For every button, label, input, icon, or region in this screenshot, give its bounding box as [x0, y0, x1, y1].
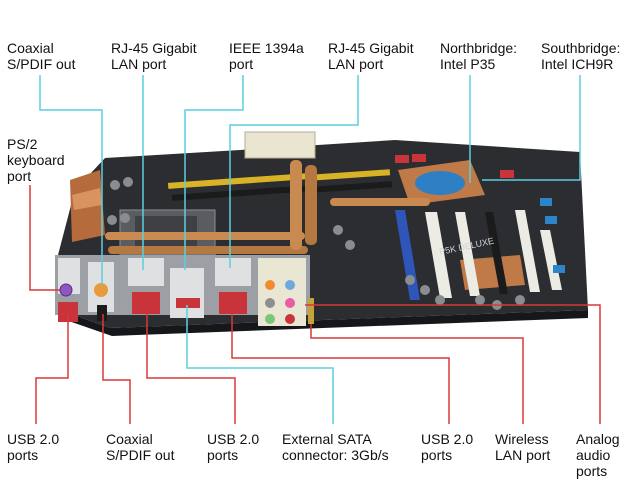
wireless-lan-antenna: [308, 298, 314, 324]
leader-southbridge: [482, 75, 581, 181]
leader-ieee1394: [184, 75, 244, 270]
audio-panel: [258, 258, 306, 326]
label-coaxial-spdif-bottom: Coaxial S/PDIF out: [106, 431, 175, 463]
pcb-shadow-edge: [60, 310, 588, 336]
sata-port: [500, 170, 514, 178]
coaxial-spdif-port: [94, 283, 108, 297]
leader-lines-red: [29, 185, 601, 424]
ram-slot: [171, 185, 313, 201]
label-coaxial-spdif-top: Coaxial S/PDIF out: [7, 40, 76, 72]
leader-external-sata: [186, 305, 334, 424]
optical-port: [97, 305, 107, 321]
ram-slots: [167, 169, 393, 201]
audio-jack: [285, 280, 295, 290]
label-ps2-keyboard: PS/2 keyboard port: [7, 136, 65, 184]
leader-usb-left: [35, 314, 69, 424]
ram-slot: [311, 181, 393, 193]
audio-jack: [265, 314, 275, 324]
expansion-slots: [395, 210, 562, 300]
rj45-right: [215, 258, 251, 286]
usb-ports-left: [58, 302, 78, 322]
heatpipe: [305, 165, 317, 245]
io-panel: [55, 255, 314, 326]
label-northbridge: Northbridge: Intel P35: [440, 40, 518, 72]
heatpipe: [290, 160, 302, 250]
leader-ps2: [29, 185, 60, 291]
usb-ports-middle-right: [219, 292, 247, 314]
label-southbridge: Southbridge: Intel ICH9R: [541, 40, 621, 72]
audio-jack: [265, 298, 275, 308]
audio-jack: [285, 314, 295, 324]
pci-slot: [425, 212, 452, 298]
leader-coaxial-top: [39, 75, 103, 285]
leader-analog-audio: [305, 304, 601, 424]
pci-slot: [515, 210, 540, 292]
label-external-sata: External SATA connector: 3Gb/s: [282, 431, 389, 463]
label-wireless-lan: Wireless LAN port: [495, 431, 551, 463]
leader-usb-right-a: [231, 314, 450, 424]
sata-port: [545, 216, 557, 224]
label-rj45-left: RJ-45 Gigabit LAN port: [111, 40, 197, 72]
sata-port: [395, 155, 409, 163]
label-rj45-right: RJ-45 Gigabit LAN port: [328, 40, 414, 72]
label-ieee1394a: IEEE 1394a port: [229, 40, 304, 72]
heatpipe: [105, 232, 305, 240]
pcie-x16-slot: [485, 212, 508, 294]
capacitors: [107, 177, 525, 310]
ps2-keyboard-port: [59, 283, 73, 297]
heatpipe: [330, 198, 430, 206]
heatpipe: [108, 246, 308, 254]
label-usb-left: USB 2.0 ports: [7, 431, 60, 463]
label-usb-middle: USB 2.0 ports: [207, 431, 260, 463]
sata-port: [553, 265, 565, 273]
leader-coaxial-bottom: [102, 314, 131, 424]
label-analog-audio: Analog audio ports: [576, 431, 620, 479]
usb-ports-middle-left: [132, 292, 160, 314]
sata-port: [412, 154, 426, 162]
leader-wireless-lan: [310, 324, 524, 424]
ram-slot: [309, 169, 391, 181]
leader-usb-middle: [146, 314, 236, 424]
atx-power-connector: [244, 131, 316, 159]
audio-jack: [265, 280, 275, 290]
leader-lines-cyan: [39, 75, 581, 424]
heatsink-vrm-fins: [72, 188, 102, 210]
audio-jack: [285, 298, 295, 308]
northbridge-logo: [415, 171, 465, 195]
label-usb-right: USB 2.0 ports: [421, 431, 474, 463]
sata-port: [540, 198, 552, 206]
external-sata-port: [176, 298, 200, 308]
pci-slot: [455, 212, 480, 296]
leader-rj45-right: [229, 75, 359, 268]
rj45-left: [128, 258, 164, 286]
sata-connectors: [395, 154, 565, 273]
ram-slot: [167, 173, 309, 189]
pci-slot: [540, 230, 562, 290]
